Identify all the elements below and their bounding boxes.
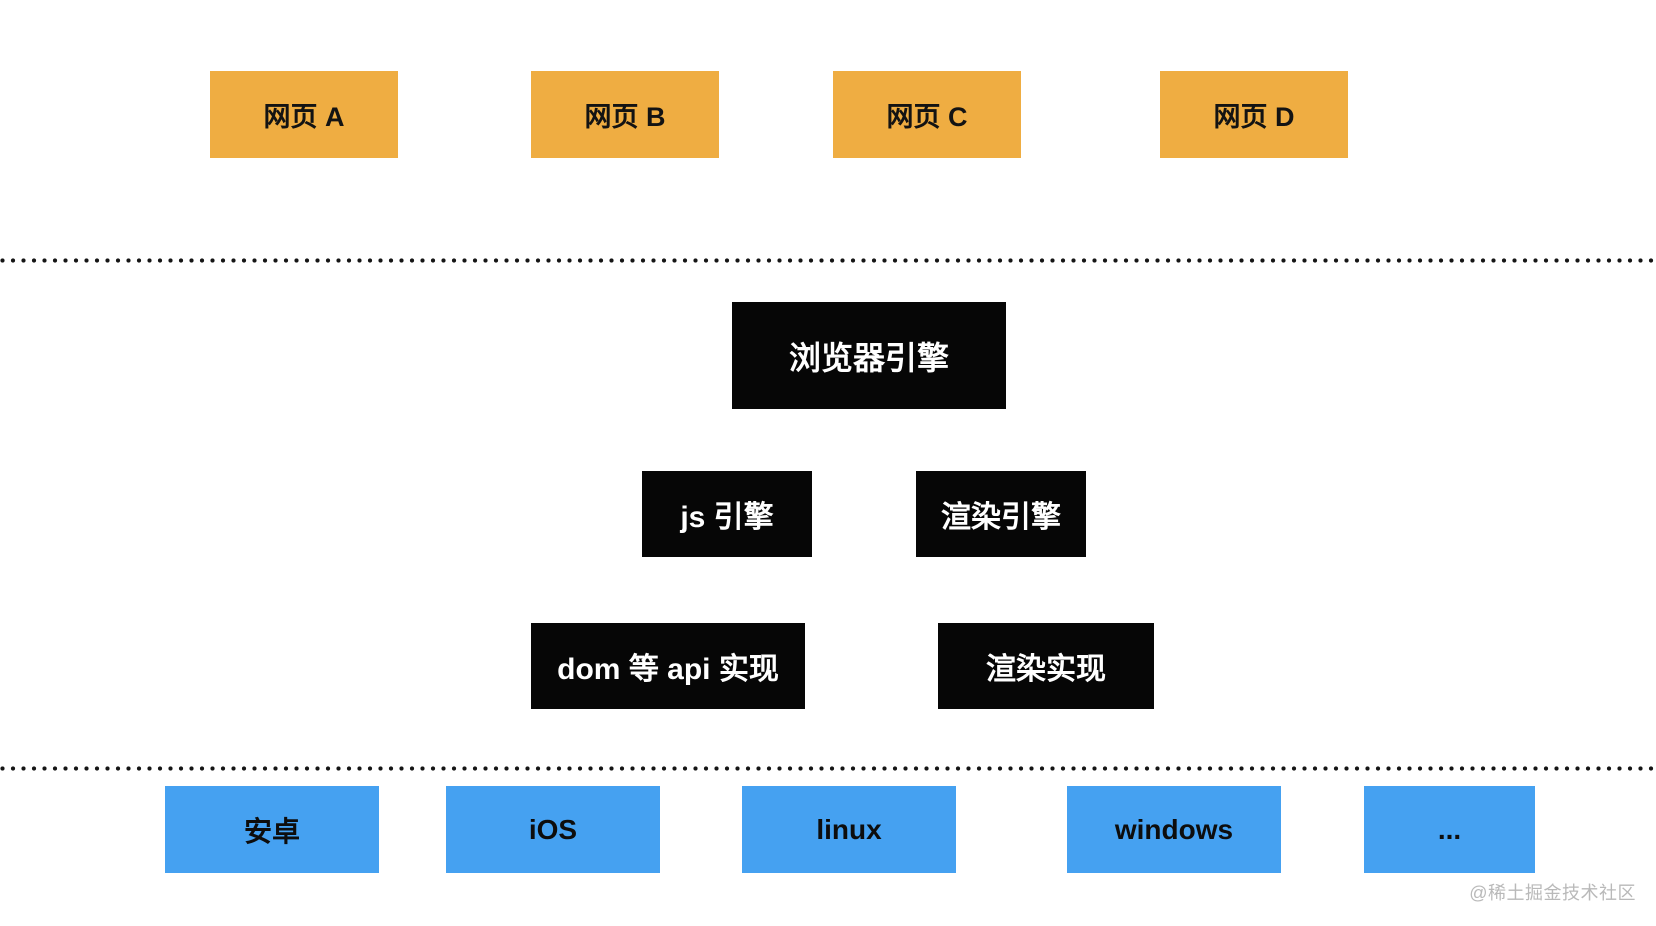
js-engine-box: js 引擎	[642, 471, 812, 557]
webpage-c-box: 网页 C	[833, 71, 1021, 158]
platform-linux-box: linux	[742, 786, 956, 873]
webpage-d-box: 网页 D	[1160, 71, 1348, 158]
platform-android-box: 安卓	[165, 786, 379, 873]
platform-ellipsis-box: ...	[1364, 786, 1535, 873]
platform-ios-box: iOS	[446, 786, 660, 873]
dom-api-impl-box: dom 等 api 实现	[531, 623, 805, 709]
juejin-watermark: @稀土掘金技术社区	[1469, 883, 1636, 903]
render-engine-box: 渲染引擎	[916, 471, 1086, 557]
render-impl-box: 渲染实现	[938, 623, 1154, 709]
webpage-a-box: 网页 A	[210, 71, 398, 158]
upper-dotted-separator	[0, 258, 1656, 263]
lower-dotted-separator	[0, 766, 1656, 771]
browser-engine-box: 浏览器引擎	[732, 302, 1006, 409]
webpage-b-box: 网页 B	[531, 71, 719, 158]
platform-windows-box: windows	[1067, 786, 1281, 873]
